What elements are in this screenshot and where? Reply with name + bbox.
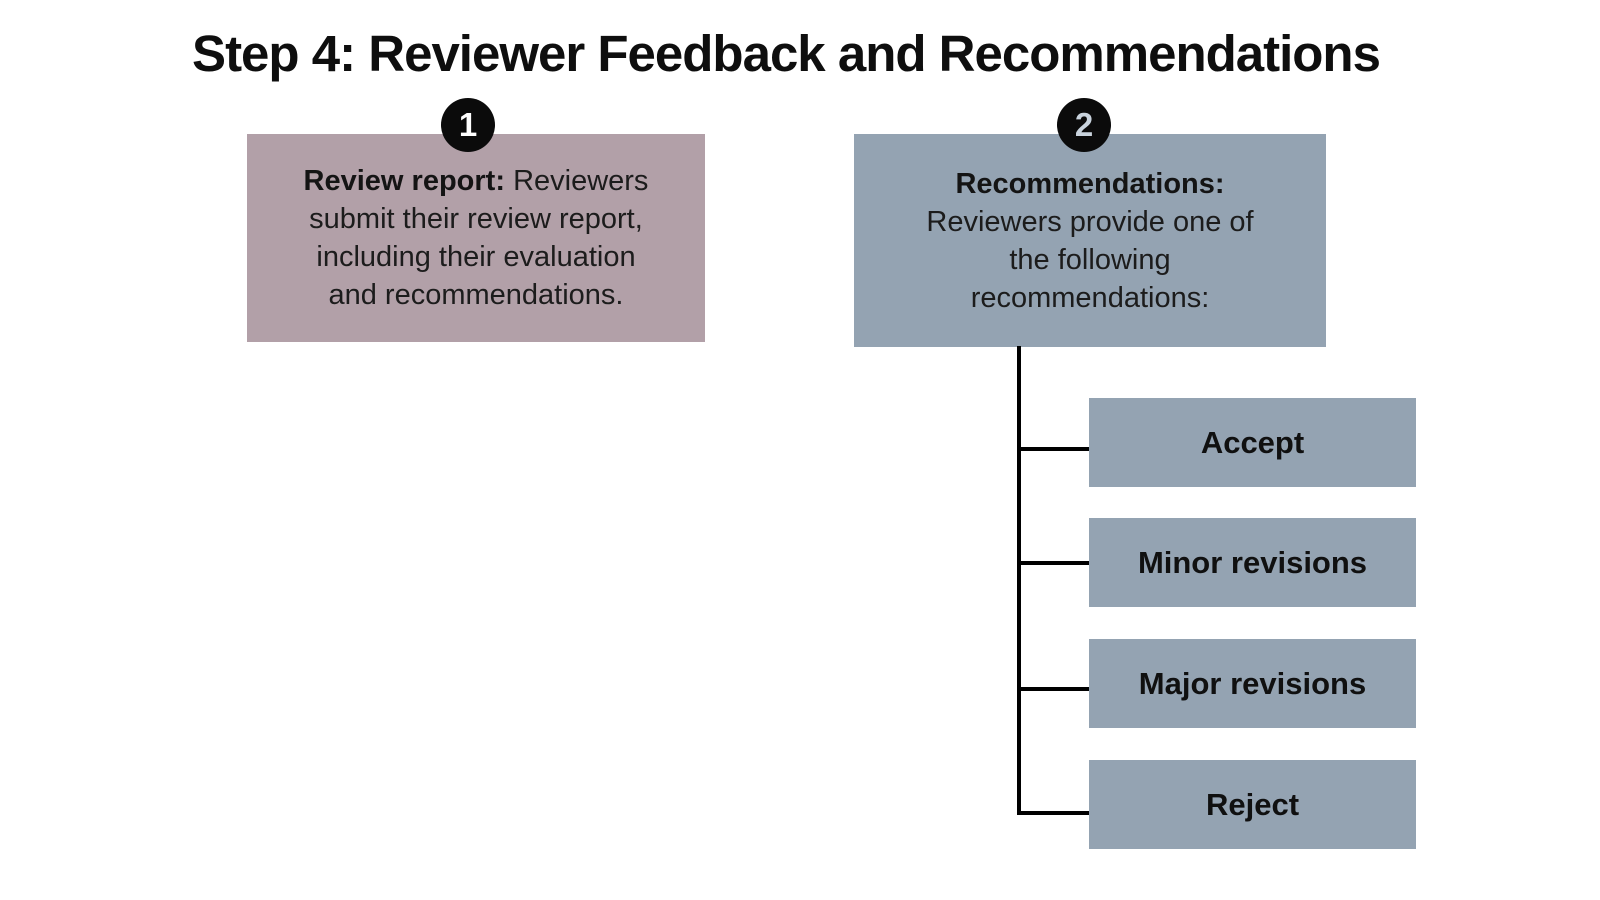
option-minor-revisions-box: Minor revisions bbox=[1089, 518, 1416, 607]
option-major-revisions-label: Major revisions bbox=[1138, 665, 1367, 701]
step-1-heading: Review report: bbox=[303, 165, 505, 197]
step-1-box: Review report: Reviewers submit their re… bbox=[247, 134, 705, 342]
connector-branch-major-revisions bbox=[1017, 687, 1089, 691]
connector-branch-minor-revisions bbox=[1017, 561, 1089, 565]
option-major-revisions-box: Major revisions bbox=[1089, 639, 1416, 728]
step-1-number: 1 bbox=[458, 106, 478, 143]
step-1-number-badge: 1 bbox=[441, 98, 495, 152]
step-2-line-2: Reviewers provide one of bbox=[926, 205, 1254, 238]
option-reject-label: Reject bbox=[1205, 786, 1300, 822]
step-2-box: Recommendations: Reviewers provide one o… bbox=[854, 134, 1326, 347]
step-2-line-3: the following bbox=[1009, 243, 1171, 276]
option-accept-label: Accept bbox=[1200, 424, 1305, 460]
step-2-number-badge: 2 bbox=[1057, 98, 1111, 152]
option-minor-revisions-label: Minor revisions bbox=[1137, 544, 1368, 580]
step-2-text: Recommendations: Reviewers provide one o… bbox=[926, 165, 1253, 317]
step-2-line-4: recommendations: bbox=[970, 281, 1210, 314]
step-1-line-4: and recommendations. bbox=[328, 279, 624, 311]
slide-title: Step 4: Reviewer Feedback and Recommenda… bbox=[192, 25, 1381, 82]
step-1-text: Review report: Reviewers submit their re… bbox=[304, 162, 649, 314]
step-1-heading-suffix: Reviewers bbox=[513, 165, 649, 197]
connector-branch-accept bbox=[1017, 447, 1089, 451]
option-accept-box: Accept bbox=[1089, 398, 1416, 487]
connector-trunk-line bbox=[1017, 346, 1021, 815]
step-1-line-1: Review report: Reviewers bbox=[304, 162, 649, 200]
step-1-line-2: submit their review report, bbox=[309, 203, 643, 235]
step-2-heading: Recommendations: bbox=[955, 167, 1225, 200]
step-1-line-3: including their evaluation bbox=[316, 241, 636, 273]
step-2-line-1: Recommendations: bbox=[926, 165, 1253, 203]
step-2-number: 2 bbox=[1074, 106, 1094, 143]
option-reject-box: Reject bbox=[1089, 760, 1416, 849]
connector-branch-reject bbox=[1017, 811, 1089, 815]
